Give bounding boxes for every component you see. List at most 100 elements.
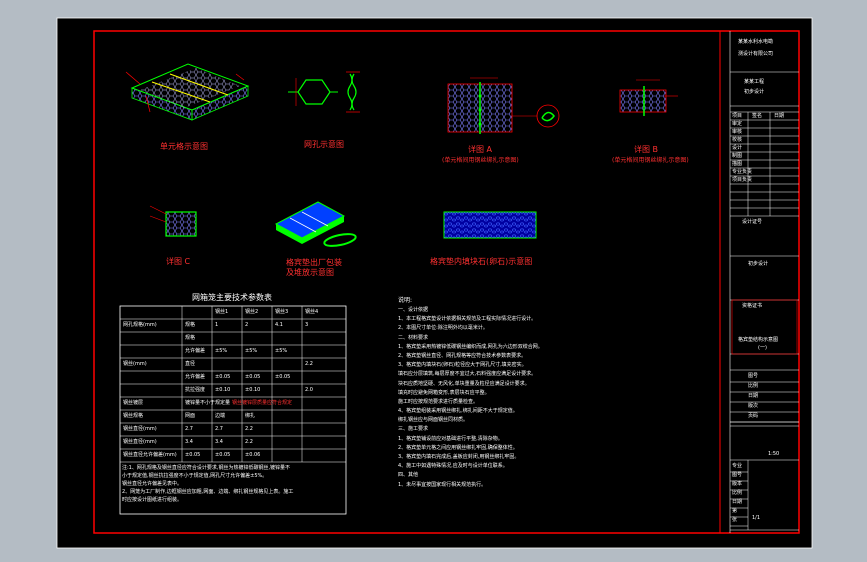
note-line: 二、材料要求 [398, 334, 429, 341]
role-label: 审核 [732, 129, 743, 135]
table-cell: ±0.10 [215, 386, 231, 393]
table-cell: 钢丝直径(mm) [123, 425, 157, 432]
note-line: 1、未尽事宜按国家现行相关规范执行。 [398, 481, 487, 488]
sign-label: 设计证号 [742, 219, 763, 225]
table-cell: 钢丝规格 [123, 412, 144, 419]
fig2-label: 网孔示意图 [304, 140, 344, 149]
table-note-line: 小于规定值,钢丝抗拉强度不小于规定值,网孔尺寸允许偏差±5%。 [122, 473, 268, 479]
red-frame [93, 30, 800, 534]
role-label: 项目负责 [732, 177, 753, 183]
fig3-sublabel: (单元格间用钢丝绑扎示意图) [442, 157, 519, 164]
note-line: 2、格宾垫单元格之间应用钢丝绑扎牢固,确保整体性。 [398, 444, 518, 451]
title-row-header: 签名 [752, 113, 763, 119]
bottom-label: 张 [732, 517, 738, 523]
sheet-number: 1/1 [752, 515, 761, 521]
sheet-info-label: 页码 [748, 413, 759, 419]
table-cell: ±5% [275, 347, 288, 354]
table-note-line: 时应按设计图纸进行组装。 [122, 497, 183, 503]
title-row-header: 项目 [732, 113, 743, 119]
drawing-name: 格宾垫结构示意图 [738, 337, 779, 343]
table-cell: ±0.06 [245, 451, 261, 458]
note-line: 2、本图尺寸单位:除注明外均以毫米计。 [398, 325, 488, 332]
table-red-text: 钢丝镀锌层质量应符合规定 [232, 400, 293, 406]
sheet-info-label: 版次 [748, 403, 759, 409]
bottom-label: 版本 [732, 481, 743, 487]
table-cell: ±0.05 [185, 451, 201, 458]
note-line: 四、其他 [398, 472, 419, 479]
note-line: 4、格宾垫组装采用钢丝绑扎,绑扎间距不大于规定值。 [398, 408, 518, 415]
table-cell: 2.2 [305, 360, 313, 367]
role-label: 设计 [732, 145, 743, 151]
table-cell: 直径 [185, 360, 196, 367]
table-cell: ±0.05 [245, 373, 261, 380]
role-label: 制图 [732, 153, 743, 159]
parameter-table [119, 305, 347, 515]
fig4-label: 详图 B [634, 145, 659, 154]
fig1-label: 单元格示意图 [160, 142, 208, 151]
table-cell: 2.0 [305, 386, 313, 393]
table-cell: 钢丝直径(mm) [123, 438, 157, 445]
role-label: 校核 [732, 137, 743, 143]
note-line: 三、施工要求 [398, 426, 429, 433]
table-cell: 3.4 [185, 438, 193, 445]
stamp-label: 资格证书 [742, 303, 763, 309]
table-note-line: 注:1、网孔规格及钢丝直径应符合设计要求,钢丝为热镀锌低碳钢丝,镀锌量不 [122, 465, 291, 471]
table-cell: 2.7 [185, 425, 193, 432]
fig1-mattress-isometric [125, 63, 250, 121]
sheet-info-label: 日期 [748, 393, 759, 399]
table-cell: 边端 [215, 412, 226, 419]
sheet-info-label: 比例 [748, 383, 759, 389]
note-line: 1、格宾垫采用热镀锌低碳钢丝编织而成,网孔为六边形双绞合网。 [398, 343, 543, 350]
note-line: 块石应质地坚硬、无风化,单块重量及粒径应满足设计要求。 [398, 380, 530, 387]
table-cell: ±0.05 [215, 451, 231, 458]
fig7-stone-fill [443, 211, 537, 239]
table-cell: 3.4 [215, 438, 223, 445]
note-line: 填石应分层填筑,每层厚度不宜过大,石料强度应满足设计要求。 [398, 371, 537, 378]
note-line: 1、本工程格宾垫设计依据相关规范及工程实际情况进行设计。 [398, 316, 537, 323]
table-cell: 钢丝(mm) [123, 360, 147, 367]
table-cell: 允许偏差 [185, 373, 206, 380]
table-cell: ±0.10 [245, 386, 261, 393]
table-cell: 钢丝3 [275, 308, 289, 315]
stamp-area [731, 299, 798, 355]
bottom-label: 日期 [732, 499, 743, 505]
table-cell: 钢丝镀层 [123, 399, 144, 406]
table-cell: ±5% [245, 347, 258, 354]
design-phase: 初步设计 [748, 261, 769, 267]
table-note-line: 钢丝直径允许偏差见表中。 [122, 481, 183, 487]
note-line: 绑扎钢丝应与网面钢丝同材质。 [398, 417, 469, 424]
role-label: 专业负责 [732, 169, 753, 175]
table-cell: 绑扎 [245, 412, 256, 419]
table-title: 网箱笼主要技术参数表 [192, 293, 272, 302]
table-cell: 1 [215, 321, 219, 328]
fig2-mesh-hole [288, 71, 360, 113]
table-cell: 钢丝2 [245, 308, 259, 315]
company-name: 某某水利水电勘 [738, 39, 774, 45]
table-cell: 钢丝4 [305, 308, 319, 315]
note-line: 施工时应按规范要求进行质量检查。 [398, 398, 479, 405]
fig5-label: 详图 C [166, 257, 191, 266]
note-line: 4、施工中如遇特殊情况,应及时与设计单位联系。 [398, 463, 508, 470]
notes-title: 说明: [398, 297, 413, 304]
fig7-label: 格宾垫内填块石(卵石)示意图 [430, 257, 533, 266]
table-cell: 2.7 [215, 425, 223, 432]
table-cell: ±0.05 [215, 373, 231, 380]
drawing-name: (一) [758, 345, 767, 351]
table-cell: ±5% [215, 347, 228, 354]
table-cell: 镀锌量不小于规定量 [185, 399, 231, 406]
table-cell: 抗拉强度 [185, 386, 206, 393]
fig6-packaging [274, 201, 357, 247]
table-cell: 规格 [185, 334, 196, 341]
table-cell: 网面 [185, 412, 196, 419]
project-name: 初步设计 [744, 89, 765, 95]
bottom-label: 比例 [732, 490, 743, 496]
company-name: 测设计有限公司 [738, 51, 774, 57]
bottom-label: 第 [732, 508, 738, 514]
note-line: 1、格宾垫铺设前应对基础进行平整,清除杂物。 [398, 435, 503, 442]
table-cell: 4.1 [275, 321, 283, 328]
role-label: 描图 [732, 161, 743, 167]
table-cell: 钢丝1 [215, 308, 229, 315]
